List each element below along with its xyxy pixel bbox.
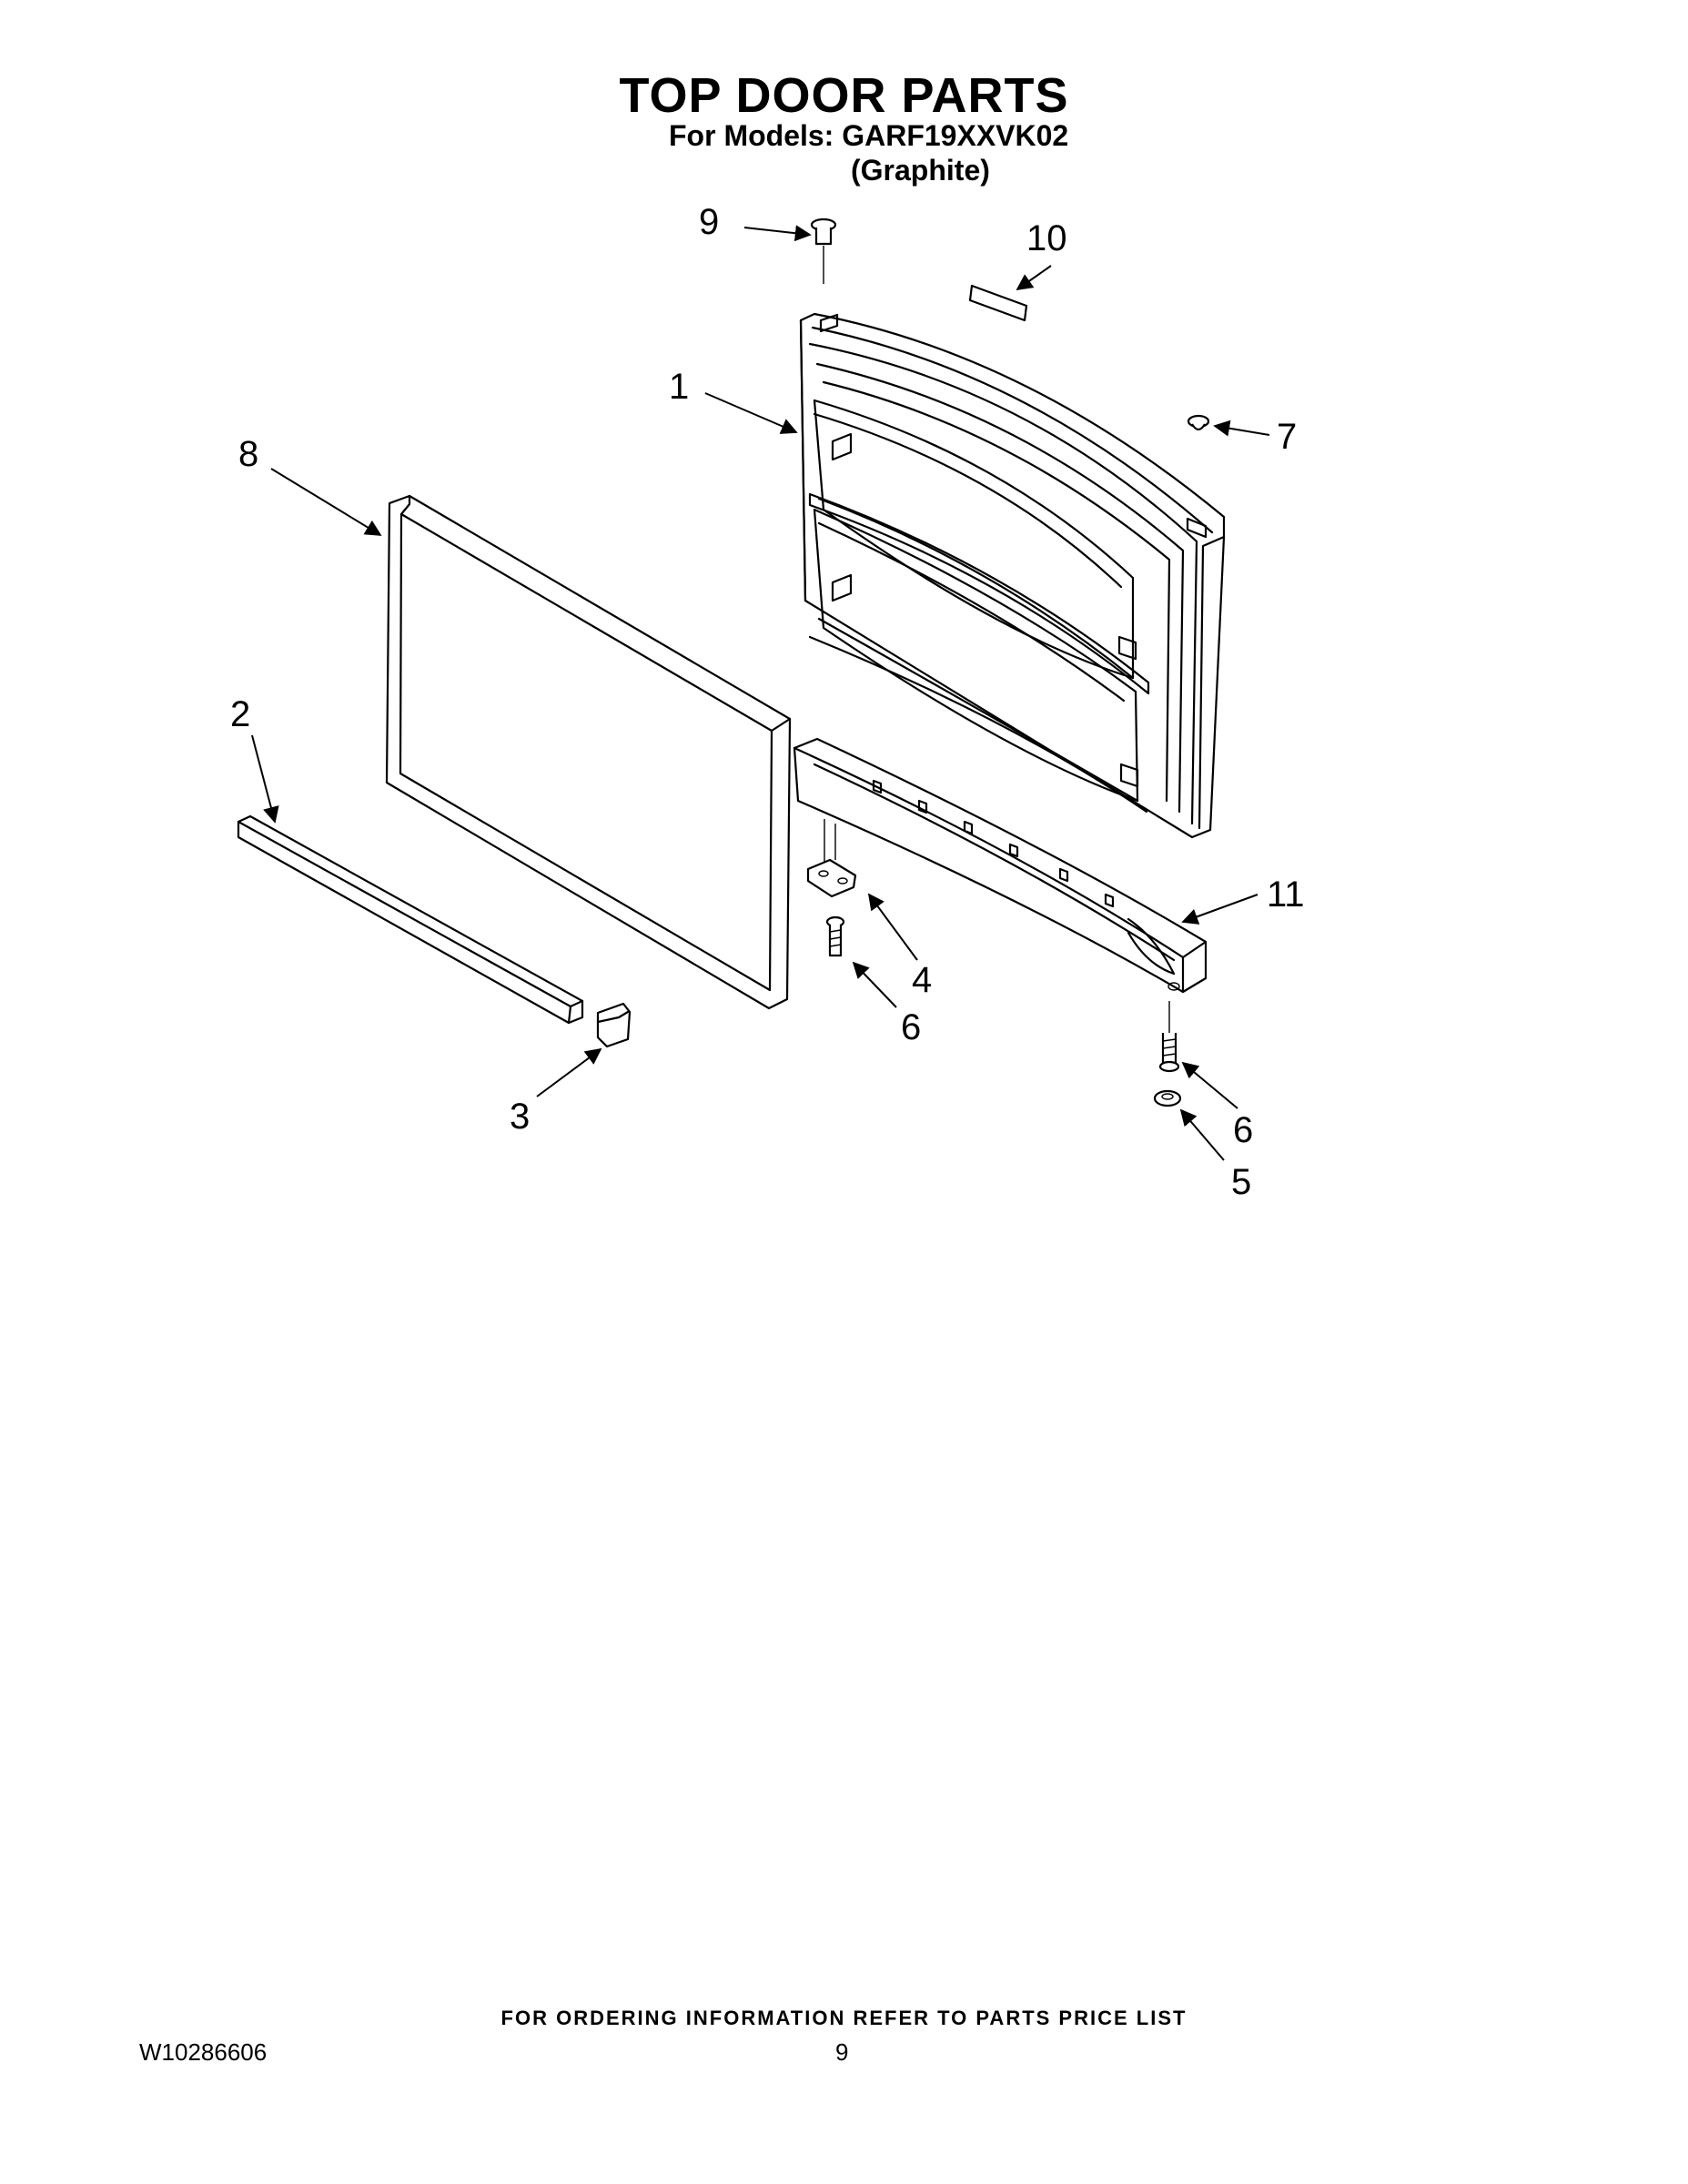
door-liner-part [799,312,1226,839]
label-part [968,284,1028,322]
callout-11: 11 [1267,875,1305,915]
trim-strip-part [237,814,584,1025]
callout-5: 5 [1231,1162,1251,1202]
plug-part [1187,414,1210,431]
leader-lines [251,225,1270,1161]
model-number: For Models: GARF19XXVK02 [669,119,1069,152]
callout-4: 4 [912,960,932,1000]
callout-9: 9 [699,202,719,242]
model-finish: (Graphite) [851,154,990,187]
callout-6-left: 6 [901,1007,921,1047]
document-number: W10286606 [139,2038,268,2066]
callout-8: 8 [238,434,258,474]
hinge-pin-part [810,217,837,284]
gasket-part [385,494,792,1010]
callout-6-right: 6 [1233,1110,1253,1150]
callout-2: 2 [230,694,250,734]
washer-part [1153,1089,1182,1107]
door-handle-part [793,737,1208,994]
hinge-bracket-part [806,819,857,898]
callout-1: 1 [669,367,689,407]
page-number: 9 [835,2038,849,2066]
callout-10: 10 [1026,218,1067,258]
screw-part-left [825,915,845,957]
ordering-note: FOR ORDERING INFORMATION REFER TO PARTS … [500,2007,1188,2029]
callout-7: 7 [1277,417,1297,457]
end-cap-part [596,1002,632,1048]
page-title: TOP DOOR PARTS [619,68,1069,123]
screw-part-right [1158,1001,1180,1073]
callout-3: 3 [510,1097,530,1137]
